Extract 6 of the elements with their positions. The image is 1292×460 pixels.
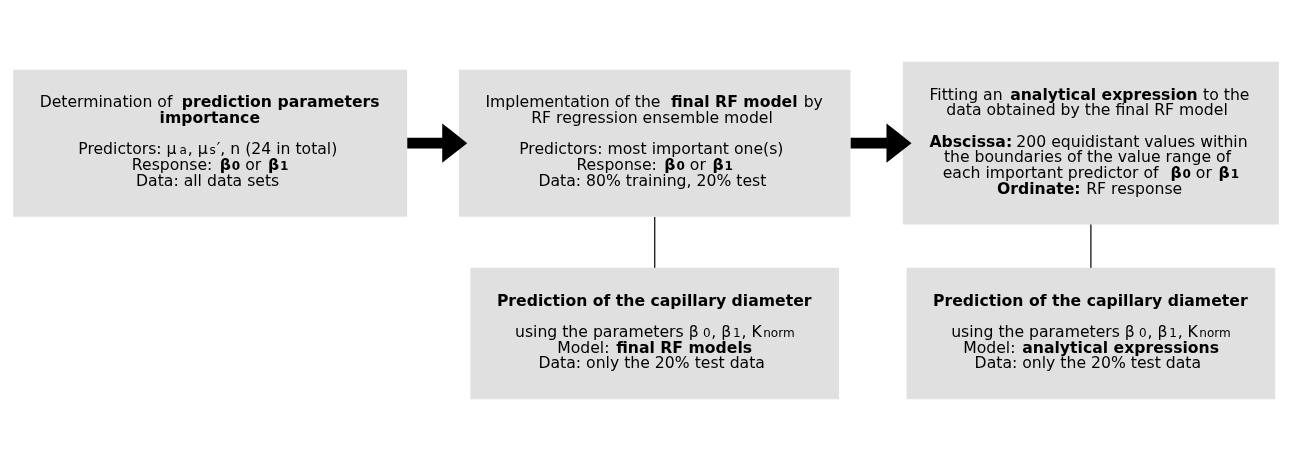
node-box: Fitting an analytical expression to the data obtained by the final RF model Abscissa: 200 equidistant values within the boundaries of the value range of each important predictor of β0 or β1 Ordinate: RF response [902, 61, 1279, 224]
node-box: Implementation of the final RF model by RF regression ensemble model Predictors: most important one(s) Response: β0 or β1 Data: 80% training, 20% test [458, 69, 851, 217]
arrow [850, 122, 912, 163]
connector [1090, 223, 1092, 268]
connector [654, 215, 656, 268]
arrow [407, 122, 468, 163]
